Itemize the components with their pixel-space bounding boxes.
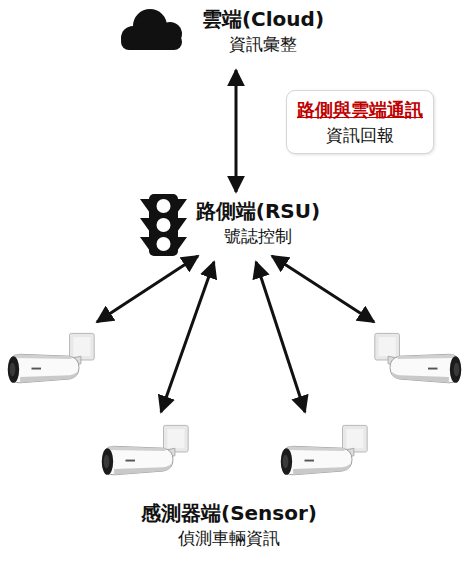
cloud-node: 雲端(Cloud)資訊彙整: [198, 6, 329, 56]
node-subtitle: 資訊彙整: [198, 32, 329, 56]
double-arrow: [272, 256, 374, 322]
callout-box: 路側與雲端通訊資訊回報: [286, 90, 434, 154]
camera: [281, 425, 367, 474]
double-arrow: [235, 70, 238, 192]
double-arrow: [161, 262, 214, 412]
cloud-icon: [121, 9, 182, 50]
node-subtitle: 資訊回報: [297, 123, 423, 147]
camera: [102, 425, 188, 474]
traffic-light-icon: [140, 194, 187, 256]
rsu-node: 路側端(RSU)號誌控制: [192, 198, 325, 248]
node-title: 路側與雲端通訊: [297, 97, 423, 123]
sensor-node: 感測器端(Sensor)偵測車輛資訊: [137, 500, 321, 550]
double-arrow: [256, 262, 305, 412]
node-title: 路側端(RSU): [192, 198, 325, 224]
camera: [375, 333, 461, 382]
node-subtitle: 號誌控制: [192, 224, 325, 248]
camera: [8, 333, 94, 382]
double-arrow: [97, 256, 198, 322]
node-subtitle: 偵測車輛資訊: [137, 526, 321, 550]
node-title: 雲端(Cloud): [198, 6, 329, 32]
node-title: 感測器端(Sensor): [137, 500, 321, 526]
